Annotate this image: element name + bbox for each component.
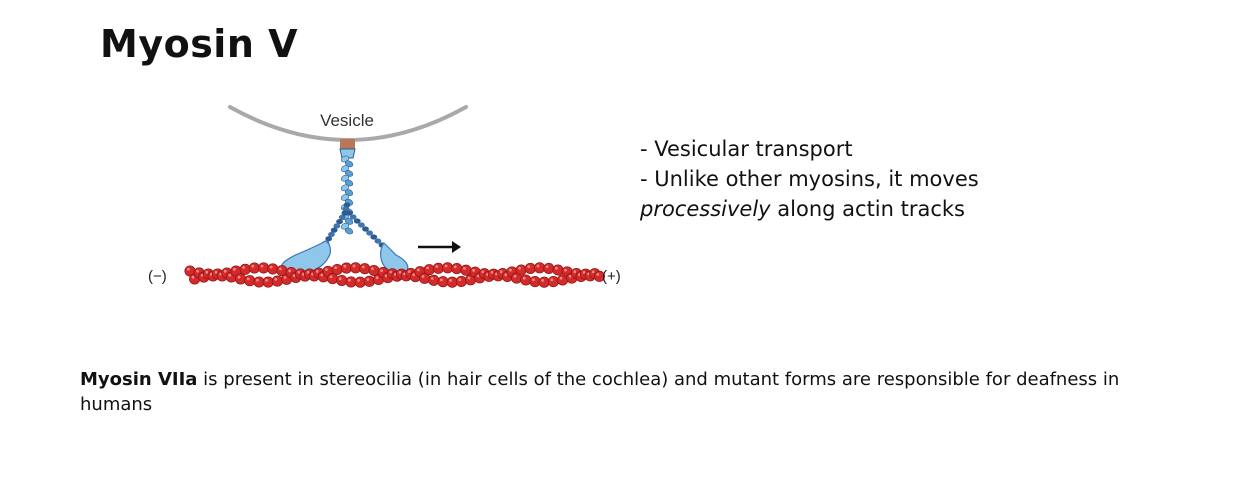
right-arrow-icon (418, 241, 461, 253)
feature-bullets: - Vesicular transport - Unlike other myo… (640, 134, 1060, 224)
slide-title: Myosin V (100, 22, 299, 66)
myosin-viia-term: Myosin VIIa (80, 369, 198, 390)
bullet-processive-line2: processively along actin tracks (640, 194, 1060, 224)
cargo-adapter (340, 139, 355, 149)
processive-rest: along actin tracks (770, 197, 966, 221)
bullet-vesicular-transport: - Vesicular transport (640, 137, 853, 161)
minus-end-label: (−) (148, 268, 167, 285)
myosin-v-illustration: Vesicle (−) (+) (148, 105, 621, 288)
plus-end-label: (+) (602, 268, 621, 285)
cargo-binding-domain (339, 148, 356, 159)
myosin-viia-description: is present in stereocilia (in hair cells… (80, 369, 1120, 415)
myosin-viia-note: Myosin VIIa is present in stereocilia (i… (80, 367, 1140, 417)
bullet-processive-line1: - Unlike other myosins, it moves (640, 167, 979, 191)
processively-emphasis: processively (640, 197, 771, 221)
myosin-v-diagram: Vesicle (−) (+) (130, 95, 650, 305)
vesicle-label: Vesicle (320, 111, 374, 130)
actin-filament (184, 262, 605, 288)
